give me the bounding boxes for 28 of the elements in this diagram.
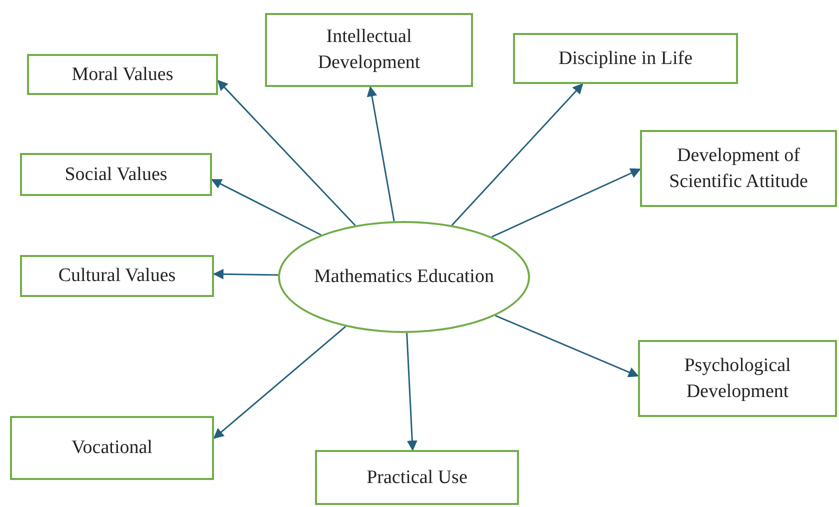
arrow [494, 314, 639, 378]
text-box [20, 255, 214, 297]
arrow [451, 83, 584, 226]
text-box [27, 54, 218, 95]
node-label: Moral Values [72, 62, 174, 87]
node-label: Intellectual Development [316, 25, 422, 75]
text-box [315, 450, 519, 505]
arrow [217, 80, 356, 226]
text-box [10, 416, 214, 480]
node-label: Psychological Development [683, 354, 792, 404]
text-box [638, 340, 837, 417]
node-label: Practical Use [366, 466, 468, 490]
text-box [640, 130, 837, 207]
arrow [366, 86, 395, 222]
text-box [265, 13, 473, 87]
text-box [20, 153, 212, 196]
arrow [213, 326, 346, 439]
arrow [212, 268, 278, 280]
node-label: Discipline in Life [558, 46, 693, 71]
text-box [513, 33, 738, 84]
node-label: Development of Scientific Attitude [668, 144, 809, 194]
node-label: Vocational [72, 436, 152, 460]
arrow [406, 332, 418, 452]
node-label: Social Values [64, 162, 168, 187]
node-label: Mathematics Education [314, 265, 494, 290]
arrow [211, 178, 322, 236]
arrow [492, 168, 641, 238]
node-label: Cultural Values [58, 264, 176, 288]
